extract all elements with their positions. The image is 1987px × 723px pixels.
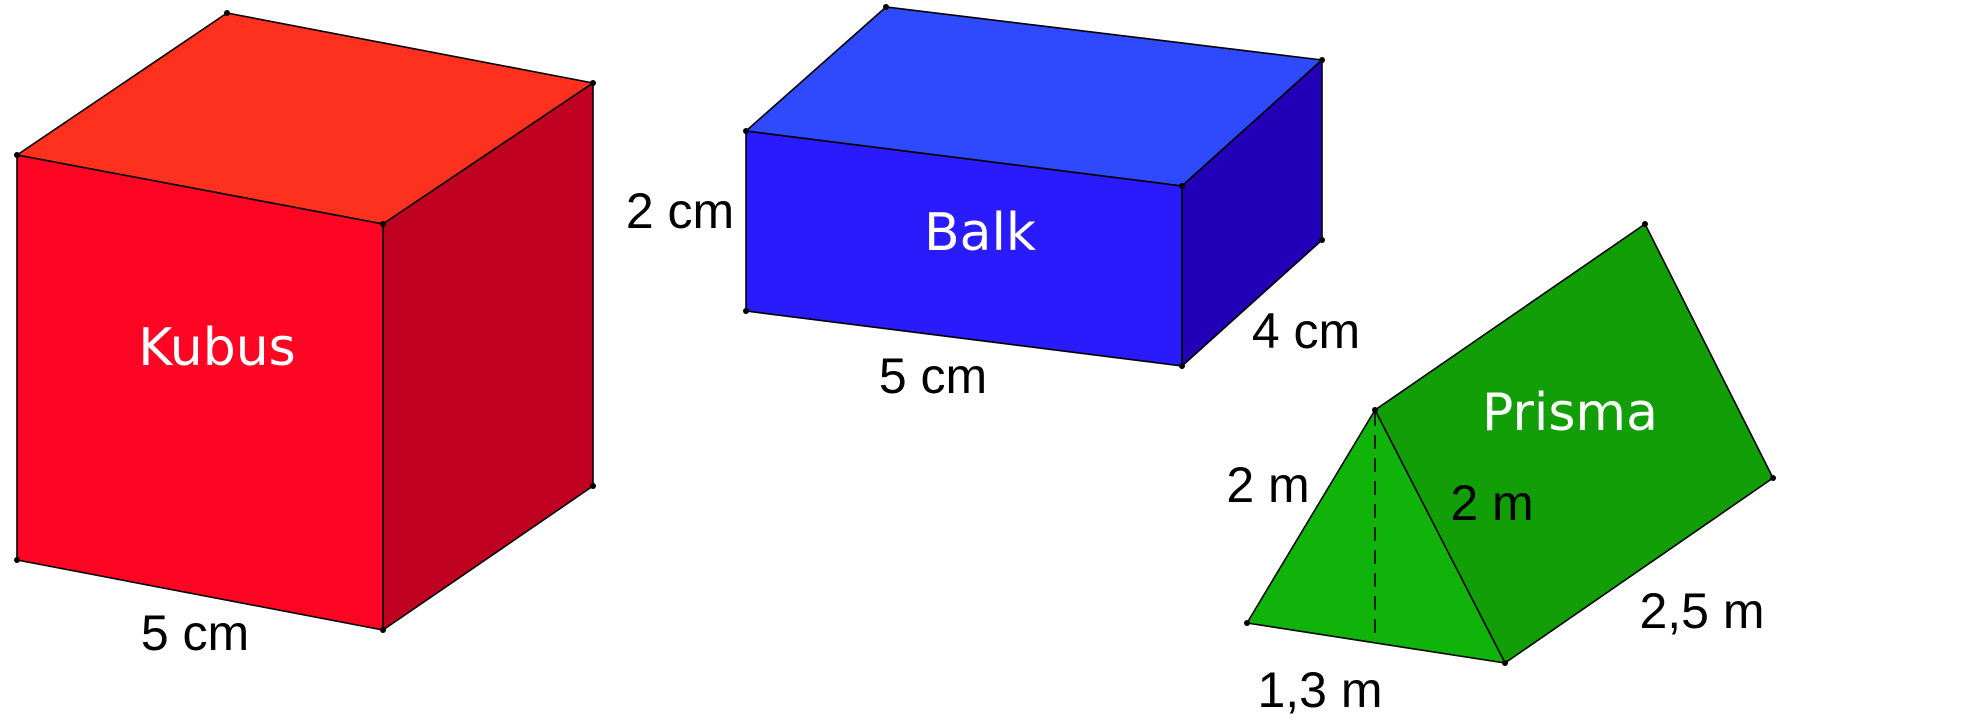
balk-name-label: Balk xyxy=(924,203,1036,263)
kubus-edge-label: 5 cm xyxy=(141,605,249,661)
balk-shape: Balk 2 cm 5 cm 4 cm xyxy=(626,4,1360,404)
prisma-base-label: 1,3 m xyxy=(1257,662,1382,718)
kubus-name-label: Kubus xyxy=(138,318,296,378)
balk-depth-label: 4 cm xyxy=(1252,303,1360,359)
prisma-length-label: 2,5 m xyxy=(1639,583,1764,639)
prisma-right-side-label: 2 m xyxy=(1450,475,1533,531)
kubus-shape: Kubus 5 cm xyxy=(14,10,596,661)
prisma-front-face xyxy=(1246,409,1506,664)
kubus-vertices xyxy=(14,10,596,633)
prisma-left-side-label: 2 m xyxy=(1226,457,1309,513)
prisma-shape: Prisma 2 m 2 m 1,3 m 2,5 m xyxy=(1226,221,1776,718)
balk-height-label: 2 cm xyxy=(626,183,734,239)
balk-length-label: 5 cm xyxy=(879,348,987,404)
balk-vertices xyxy=(743,4,1325,369)
prisma-name-label: Prisma xyxy=(1482,383,1658,443)
prisma-vertices xyxy=(1244,221,1776,666)
kubus-front-face xyxy=(16,154,384,631)
